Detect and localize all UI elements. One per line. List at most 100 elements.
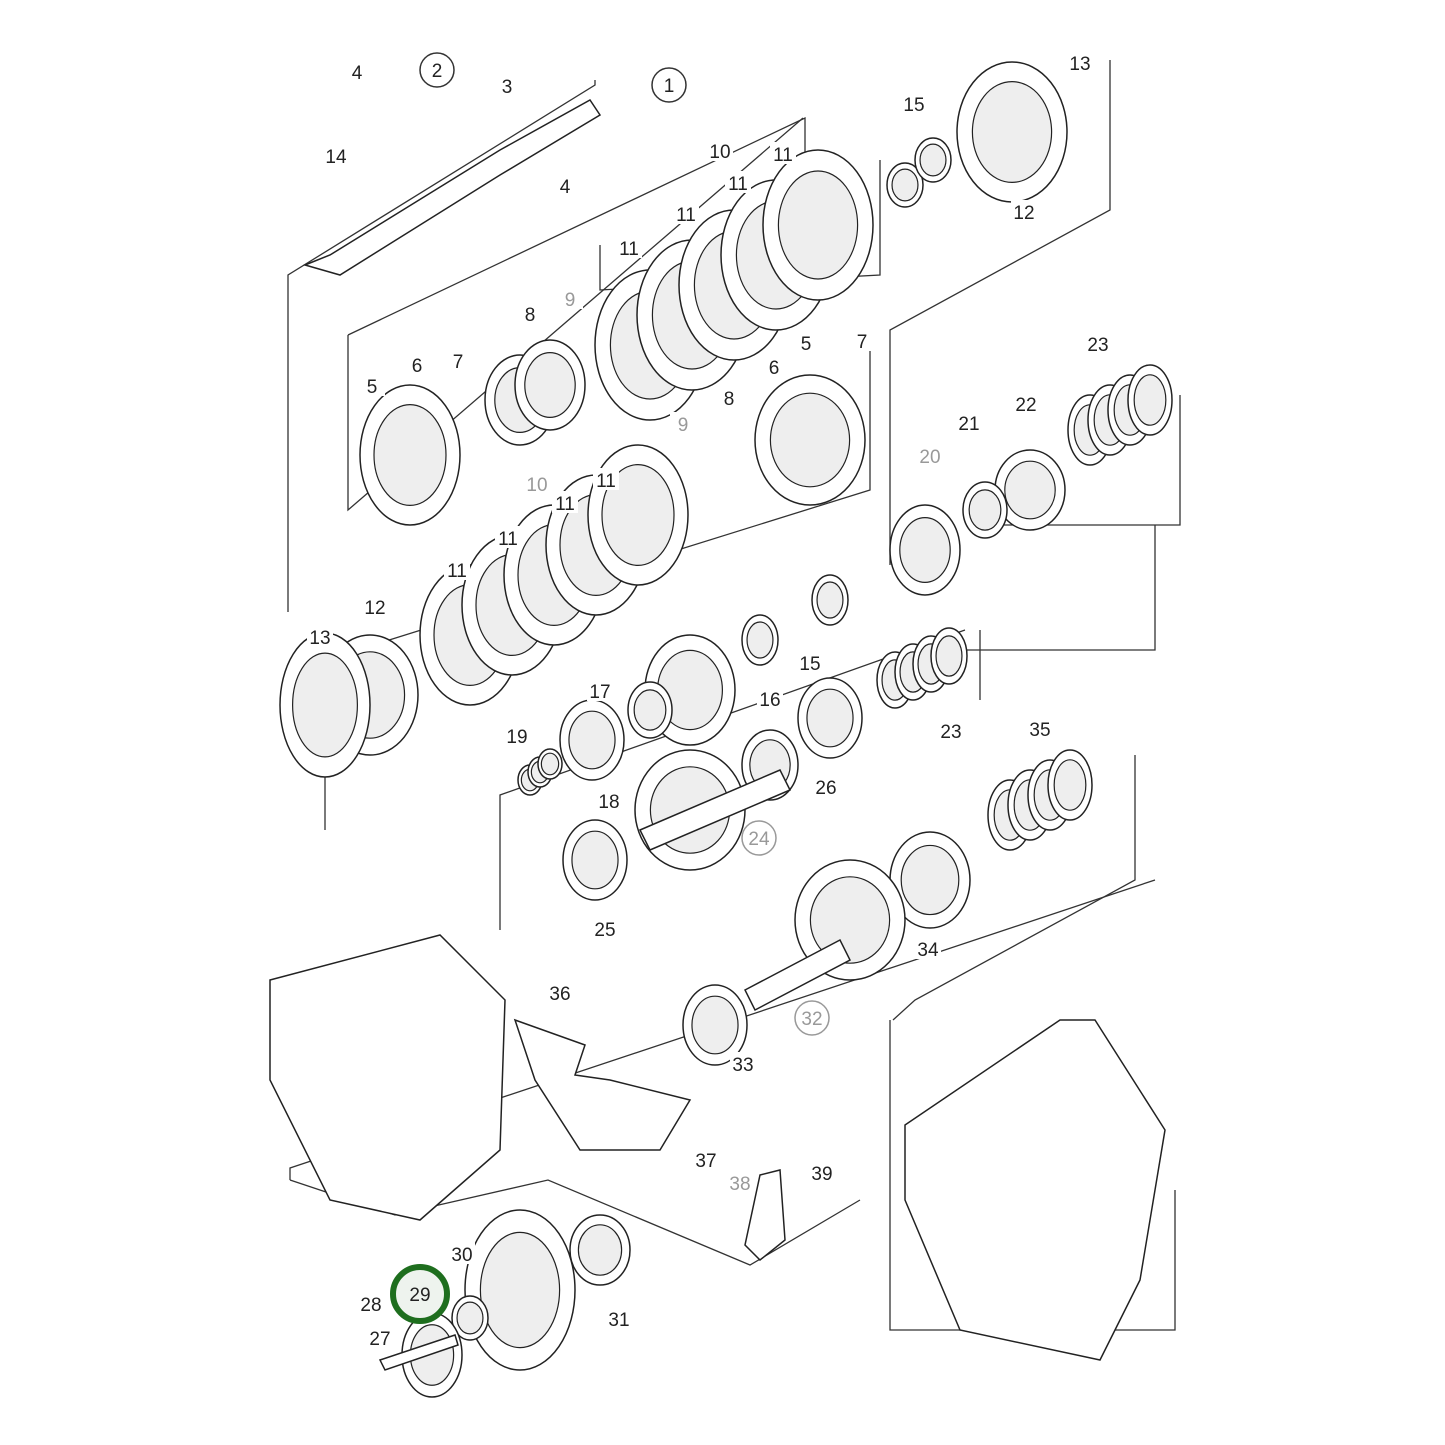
callout-11: 11: [725, 171, 751, 195]
callout-label: 15: [903, 95, 924, 116]
callout-10: 10: [524, 472, 550, 496]
callout-bg: [1027, 717, 1053, 739]
callout-label: 23: [1087, 335, 1108, 356]
callout-label: 13: [309, 628, 330, 649]
callout-bg: [504, 724, 530, 746]
shim-ring-bore: [1133, 374, 1167, 426]
needle-bearing-bore: [816, 581, 844, 619]
callout-33: 33: [730, 1052, 756, 1076]
callout-label: 29: [409, 1285, 430, 1306]
callout-bg: [761, 355, 787, 377]
callout-label: 19: [506, 727, 527, 748]
callout-38: 38: [727, 1171, 753, 1195]
callout-label: 22: [1015, 395, 1036, 416]
callout-label: 7: [857, 332, 868, 353]
callout-label: 11: [447, 561, 467, 582]
callout-bg: [524, 472, 550, 494]
bearing-housing-bore: [971, 80, 1053, 184]
callout-11: 11: [673, 202, 699, 226]
callout-31: 31: [606, 1307, 632, 1331]
ball-bearing-bore: [900, 844, 960, 916]
callout-6: 6: [404, 353, 430, 377]
highlight-ring: [390, 1264, 450, 1324]
callout-label: 13: [1069, 54, 1090, 75]
callout-bg: [359, 374, 385, 396]
callout-label: 18: [598, 792, 619, 813]
needle-bearing-bore: [746, 621, 774, 659]
flange-bore: [479, 1231, 561, 1349]
callout-9: 9: [557, 287, 583, 311]
callout-bg: [444, 558, 470, 580]
callout-label: 6: [412, 356, 423, 377]
callout-bg: [593, 468, 619, 490]
callout-bg: [725, 171, 751, 193]
callout-label: 11: [676, 205, 696, 226]
needle-bearing-bore: [919, 143, 947, 177]
callout-label: 24: [748, 829, 770, 850]
callout-bg: [344, 60, 370, 82]
ball-bearing-bore: [1004, 460, 1056, 520]
callout-circle: [794, 1000, 830, 1036]
needle-bearing-bore: [891, 168, 919, 202]
callout-24: 24: [741, 820, 777, 856]
callout-23: 23: [1085, 332, 1111, 356]
callout-11: 11: [552, 491, 578, 515]
callout-bg: [770, 142, 796, 164]
callout-bg: [956, 411, 982, 433]
callout-label: 5: [801, 334, 812, 355]
callout-label: 11: [596, 471, 616, 492]
callout-label: 39: [811, 1164, 832, 1185]
callout-bg: [592, 917, 618, 939]
callout-11: 11: [593, 468, 619, 492]
callout-bg: [917, 444, 943, 466]
callout-39: 39: [809, 1161, 835, 1185]
callout-36: 36: [547, 981, 573, 1005]
callout-label: 10: [709, 142, 730, 163]
callout-bg: [362, 595, 388, 617]
callout-label: 5: [367, 377, 378, 398]
callout-label: 4: [560, 177, 571, 198]
callout-bg: [552, 174, 578, 196]
callout-label: 7: [453, 352, 464, 373]
callout-26: 26: [813, 775, 839, 799]
callout-label: 31: [608, 1310, 629, 1331]
callout-28: 28: [358, 1292, 384, 1316]
callout-bg: [1011, 200, 1037, 222]
callout-label: 2: [432, 61, 443, 82]
callout-bg: [323, 144, 349, 166]
callout-10: 10: [707, 139, 733, 163]
callout-3: 3: [494, 74, 520, 98]
callout-5: 5: [359, 374, 385, 398]
callout-35: 35: [1027, 717, 1053, 741]
callout-bg: [730, 1052, 756, 1074]
front-housing: [269, 934, 506, 1221]
callout-6: 6: [761, 355, 787, 379]
callout-23: 23: [938, 719, 964, 743]
callout-label: 36: [549, 984, 570, 1005]
callout-label: 12: [1013, 203, 1034, 224]
callout-bg: [547, 981, 573, 1003]
callout-bg: [517, 302, 543, 324]
callout-bg: [693, 1148, 719, 1170]
gear-bore: [809, 876, 891, 964]
leader-line: [892, 755, 1136, 1021]
callout-11: 11: [616, 236, 642, 260]
snap-ring-bore: [292, 652, 359, 758]
callout-label: 3: [502, 77, 513, 98]
washer-bore: [968, 489, 1002, 531]
callout-label: 10: [526, 475, 547, 496]
shim-ring-bore: [935, 635, 963, 677]
callout-bg: [495, 526, 521, 548]
callout-bg: [809, 1161, 835, 1183]
callout-25: 25: [592, 917, 618, 941]
leader-line: [287, 80, 596, 612]
leader-line: [889, 60, 1111, 565]
callout-8: 8: [517, 302, 543, 326]
leader-line: [1000, 395, 1181, 526]
callout-label: 26: [815, 778, 836, 799]
callout-bg: [1067, 51, 1093, 73]
callout-17: 17: [587, 679, 613, 703]
callout-label: 23: [940, 722, 961, 743]
